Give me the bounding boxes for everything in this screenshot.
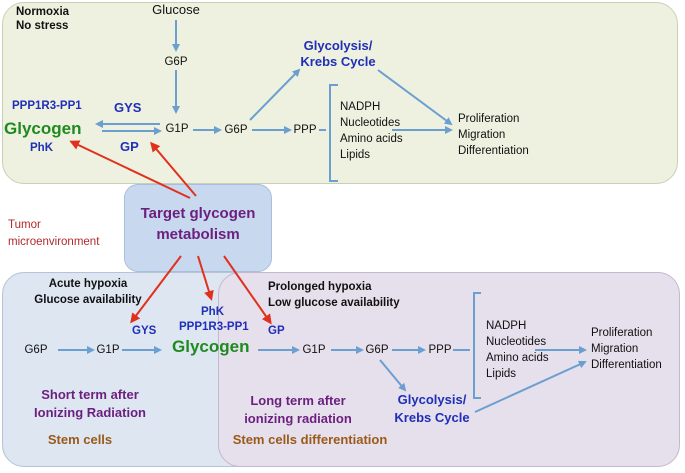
glucose-label: Glucose (152, 2, 200, 17)
normoxia-label: Normoxia No stress (16, 6, 70, 32)
tumor-microenvironment-label: Tumor microenvironment (8, 219, 100, 248)
arrow-right-glycolysis-proliferation (474, 360, 587, 413)
arrow-glycolysis-proliferation (377, 69, 453, 126)
right-bracket (473, 292, 481, 399)
red-arrow-target-gp (150, 141, 197, 197)
phk-lower-label: PhK (201, 306, 224, 318)
ppp-top-label: PPP (293, 124, 317, 136)
red-arrow-target-phk-lower (197, 255, 214, 301)
glycolysis-top-label: Glycolysis/ Krebs Cycle (300, 38, 376, 69)
g6p-upper-label: G6P (164, 56, 188, 68)
outcomes-top-list: Proliferation Migration Differentiation (458, 113, 529, 158)
target-glycogen-label: Target glycogen metabolism (140, 205, 256, 243)
red-arrow-target-gys (130, 255, 182, 324)
products-right-list: NADPH Nucleotides Amino acids Lipids (486, 320, 549, 381)
red-arrow-target-gp-lower (223, 255, 272, 325)
glycogen-top-label: Glycogen (4, 119, 82, 138)
glycolysis-right-label: Glycolysis/ Krebs Cycle (394, 392, 470, 425)
ppp-right-label: PPP (428, 344, 452, 356)
stem-cells-differentiation-label: Stem cells differentiation (232, 432, 388, 447)
short-term-radiation-label: Short term after Ionizing Radiation (34, 387, 146, 420)
ppp1r3-lower-label: PPP1R3-PP1 (179, 321, 249, 333)
g6p-top-label: G6P (224, 124, 248, 136)
phk-top-label: PhK (30, 142, 53, 154)
top-bracket (329, 84, 338, 182)
arrow-right-g6p-glycolysis (379, 359, 407, 392)
g6p-right-label: G6P (365, 344, 389, 356)
g1p-left-label: G1P (96, 344, 120, 356)
arrow-g6p-glycolysis (249, 68, 301, 121)
products-top-list: NADPH Nucleotides Amino acids Lipids (340, 101, 403, 162)
normoxia-panel (2, 2, 678, 184)
long-term-radiation-label: Long term after ionizing radiation (244, 393, 352, 426)
prolonged-hypoxia-label: Prolonged hypoxia Low glucose availabili… (268, 281, 400, 309)
red-arrow-target-phk (69, 140, 191, 199)
stem-cells-label: Stem cells (47, 432, 113, 447)
acute-hypoxia-label: Acute hypoxia Glucose availability (34, 278, 142, 306)
g1p-top-label: G1P (165, 123, 189, 135)
ppp1r3-top-label: PPP1R3-PP1 (12, 100, 82, 112)
prolonged-hypoxia-panel (218, 272, 680, 467)
gys-top-label: GYS (114, 100, 142, 115)
gys-left-label: GYS (132, 325, 157, 337)
glycogen-lower-label: Glycogen (172, 337, 250, 356)
gp-top-label: GP (120, 139, 139, 154)
g1p-right-label: G1P (302, 344, 326, 356)
gp-right-label: GP (268, 325, 285, 337)
outcomes-right-list: Proliferation Migration Differentiation (591, 327, 662, 372)
g6p-left-label: G6P (24, 344, 48, 356)
